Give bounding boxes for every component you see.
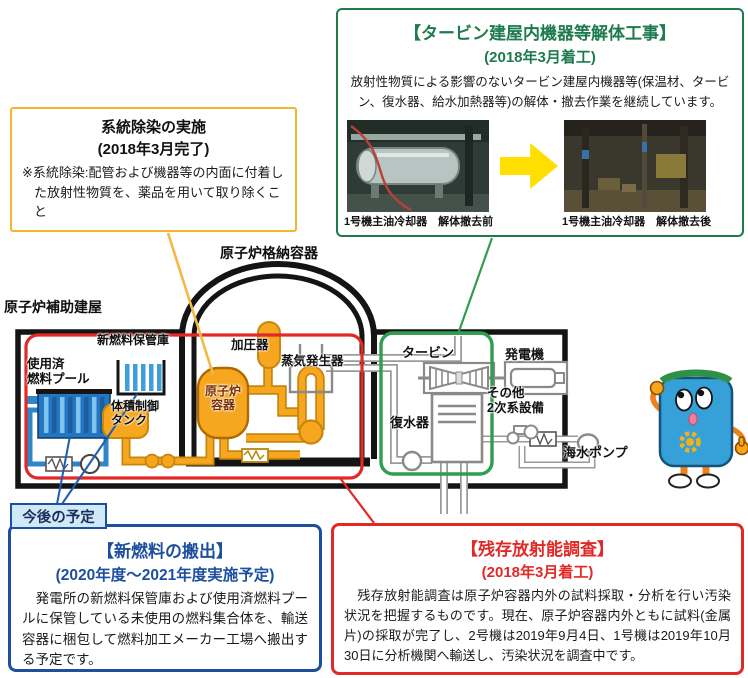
spent-fuel-pool: [26, 389, 112, 474]
system-decontamination-box: 系統除染の実施 (2018年3月完了) ※系統除染:配管および機器等の内面に付着…: [10, 107, 297, 232]
residual-box-body: 残存放射能調査は原子炉容器内外の試料採取・分析を行い汚染状況を把握するものです。…: [344, 588, 731, 664]
reactor-vessel: [196, 366, 250, 440]
connector-red: [339, 477, 375, 524]
photo-before-caption: 1号機主油冷却器 解体撤去前: [344, 216, 494, 228]
newfuel-box-body: 発電所の新燃料保管庫および使用済燃料プールに保管している未使用の燃料集合体を、輸…: [22, 591, 308, 667]
turbine-demolition-box: 【タービン建屋内機器等解体工事】 (2018年3月着工) 放射性物質による影響の…: [336, 8, 744, 237]
containment-dome-inner: [191, 273, 365, 337]
connector-blue-1: [56, 435, 71, 505]
newfuel-box-subtitle: (2020年度～2021年度実施予定): [55, 567, 275, 584]
other-secondary-equipment: [506, 424, 539, 445]
future-plan-tab: 今後の予定: [10, 503, 107, 529]
condenser: [430, 392, 484, 464]
photo-before-demolition: [347, 120, 489, 212]
aux-building-label: 原子炉補助建屋: [4, 299, 102, 315]
reactor-vessel-label: 原子炉 容器: [204, 384, 241, 413]
other-secondary-label: その他 2次系設備: [487, 386, 544, 415]
seawater-pump-label: 海水ポンプ: [563, 445, 628, 460]
connector-blue-2: [61, 393, 138, 505]
turbine-highlight-box: [379, 331, 494, 476]
steam-feed-lines: [326, 336, 462, 472]
before-after-arrow-icon: [500, 143, 558, 189]
residual-box-subtitle: (2018年3月着工): [481, 564, 594, 581]
new-fuel-removal-box: 【新燃料の搬出】 (2020年度～2021年度実施予定) 発電所の新燃料保管庫お…: [8, 524, 322, 672]
photo-after-caption: 1号機主油冷却器 解体撤去後: [562, 216, 712, 228]
connector-green: [456, 237, 494, 335]
condenser-label: 復水器: [390, 415, 430, 430]
turbine-box-title: 【タービン建屋内機器等解体工事】: [404, 24, 676, 43]
generator-label: 発電機: [505, 347, 545, 362]
turbine-box-body: 放射性物質による影響のないタービン建屋内機器等(保温材、タービン、復水器、給水加…: [350, 75, 730, 109]
mascot-character: [649, 369, 748, 489]
primary-loop: [196, 321, 334, 463]
primary-highlight-box: [24, 333, 364, 480]
pressurizer-label: 加圧器: [231, 338, 269, 352]
spent-fuel-pool-label: 使用済 燃料プール: [27, 357, 90, 386]
steam-generator-label: 蒸気発生器: [281, 354, 344, 368]
turbine-label: タービン: [402, 345, 455, 360]
turbine-generator: [418, 360, 569, 396]
residual-box-title: 【残存放射能調査】: [461, 540, 614, 559]
photo-after-demolition: [564, 120, 706, 212]
condenser-discharge-pipes: [440, 456, 468, 514]
turbine-box-subtitle: (2018年3月着工): [484, 49, 596, 66]
decon-box-title: 系統除染の実施: [100, 119, 206, 136]
decon-box-body: ※系統除染:配管および機器等の内面に付着した放射性物質を、薬品を用いて取り除くこ…: [22, 165, 284, 219]
containment-vessel-label: 原子炉格納容器: [220, 245, 318, 261]
new-fuel-storage: [116, 360, 166, 396]
newfuel-box-title: 【新燃料の搬出】: [97, 542, 233, 561]
volume-control-tank-label: 体積制御 タンク: [111, 399, 160, 428]
decon-box-subtitle: (2018年3月完了): [97, 141, 210, 158]
connector-yellow: [166, 232, 215, 375]
residual-radioactivity-box: 【残存放射能調査】 (2018年3月着工) 残存放射能調査は原子炉容器内外の試料…: [331, 523, 744, 675]
new-fuel-storage-label: 新燃料保管庫: [97, 333, 170, 347]
seawater-loop: [482, 431, 600, 469]
volume-control-tank: [102, 403, 215, 469]
